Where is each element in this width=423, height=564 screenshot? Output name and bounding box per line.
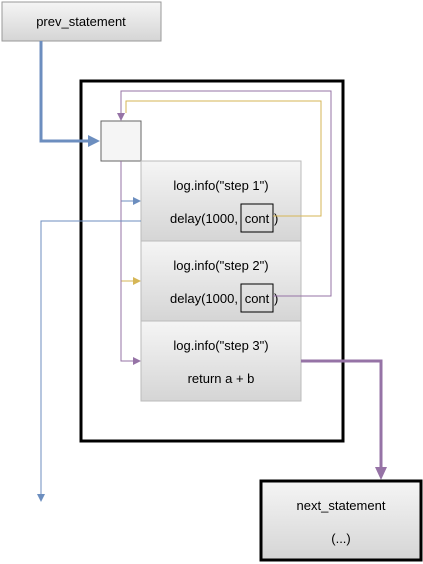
connector-step2-cont-loop xyxy=(120,90,332,297)
step2-log-text: log.info("step 2") xyxy=(173,258,268,273)
step3-node[interactable] xyxy=(140,320,302,402)
step2-delay-text: delay(1000, xyxy=(170,291,238,306)
step2-close-paren: ) xyxy=(274,291,278,306)
connector-step3-to-next xyxy=(301,359,383,468)
step3-return-text: return a + b xyxy=(188,371,255,386)
step2-cont-text: cont xyxy=(245,291,270,306)
entry-node xyxy=(100,120,142,162)
step3-log-text: log.info("step 3") xyxy=(173,338,268,353)
step2-node[interactable] xyxy=(140,240,302,322)
step1-log-text: log.info("step 1") xyxy=(173,178,268,193)
arrowhead-entry-to-step3 xyxy=(133,357,141,365)
step2-cont-box xyxy=(240,283,274,313)
step1-cont-box xyxy=(240,203,274,233)
connector-prev-to-entry xyxy=(39,41,90,143)
prev-statement-label: prev_statement xyxy=(36,14,126,29)
arrowhead-loop-to-entry xyxy=(117,113,125,121)
connector-exit-down xyxy=(40,220,141,494)
next-statement-ellipsis: (...) xyxy=(331,531,351,546)
arrowhead-exit-down xyxy=(37,494,45,502)
step1-delay-text: delay(1000, xyxy=(170,211,238,226)
arrowhead-entry-to-step2 xyxy=(133,277,141,285)
step1-cont-text: cont xyxy=(245,211,270,226)
step1-node[interactable] xyxy=(140,160,302,242)
next-statement-node[interactable] xyxy=(259,479,423,562)
arrowhead-prev-to-entry xyxy=(88,135,100,147)
arrowhead-entry-to-step1 xyxy=(133,197,141,205)
arrowhead-step3-to-next xyxy=(375,467,387,480)
step1-close-paren: ) xyxy=(274,211,278,226)
connector-step1-cont-loop xyxy=(125,100,322,217)
next-statement-label: next_statement xyxy=(297,498,386,513)
connector-entry-to-step3 xyxy=(120,161,134,362)
prev-statement-node[interactable] xyxy=(1,1,162,42)
